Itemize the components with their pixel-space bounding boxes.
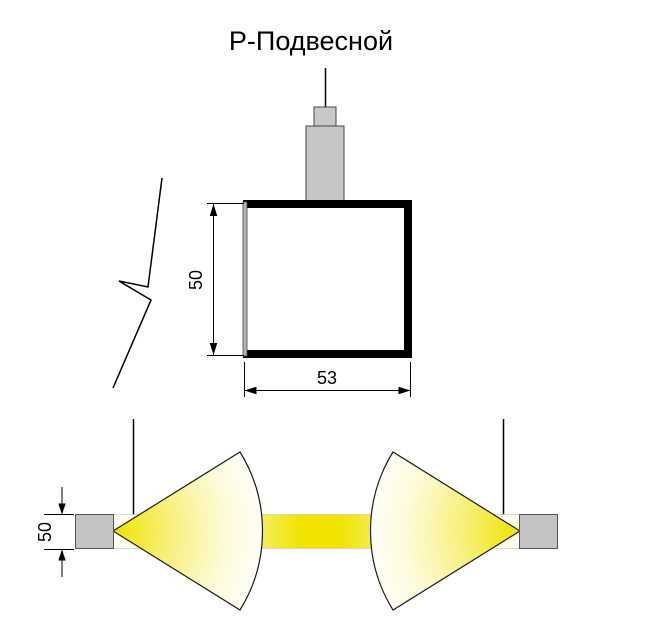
dim-height-label: 50 (186, 270, 206, 290)
light-beam-right (369, 451, 522, 611)
end-cap-right (519, 514, 558, 549)
dim-height-arrow-bottom (209, 343, 218, 355)
dim-side-arrow-top (58, 503, 66, 515)
dim-height-arrow-top (209, 204, 218, 216)
profile-top-wall (243, 200, 412, 208)
dim-width-arrow-right (398, 386, 411, 395)
mount-body (305, 125, 345, 204)
diagram-title: Р-Подвесной (229, 26, 393, 56)
profile-bottom-wall (243, 350, 412, 358)
profile-left-opening (242, 201, 248, 357)
mount-connector (313, 106, 337, 127)
dim-width-label: 53 (317, 368, 337, 388)
light-beam-left (111, 451, 264, 611)
dim-side-arrow-bottom (58, 549, 66, 561)
profile-right-wall (404, 200, 412, 358)
break-line (112, 177, 163, 389)
dim-side-height-label: 50 (35, 522, 55, 542)
end-cap-left (75, 514, 114, 549)
dim-width-arrow-left (244, 386, 257, 395)
